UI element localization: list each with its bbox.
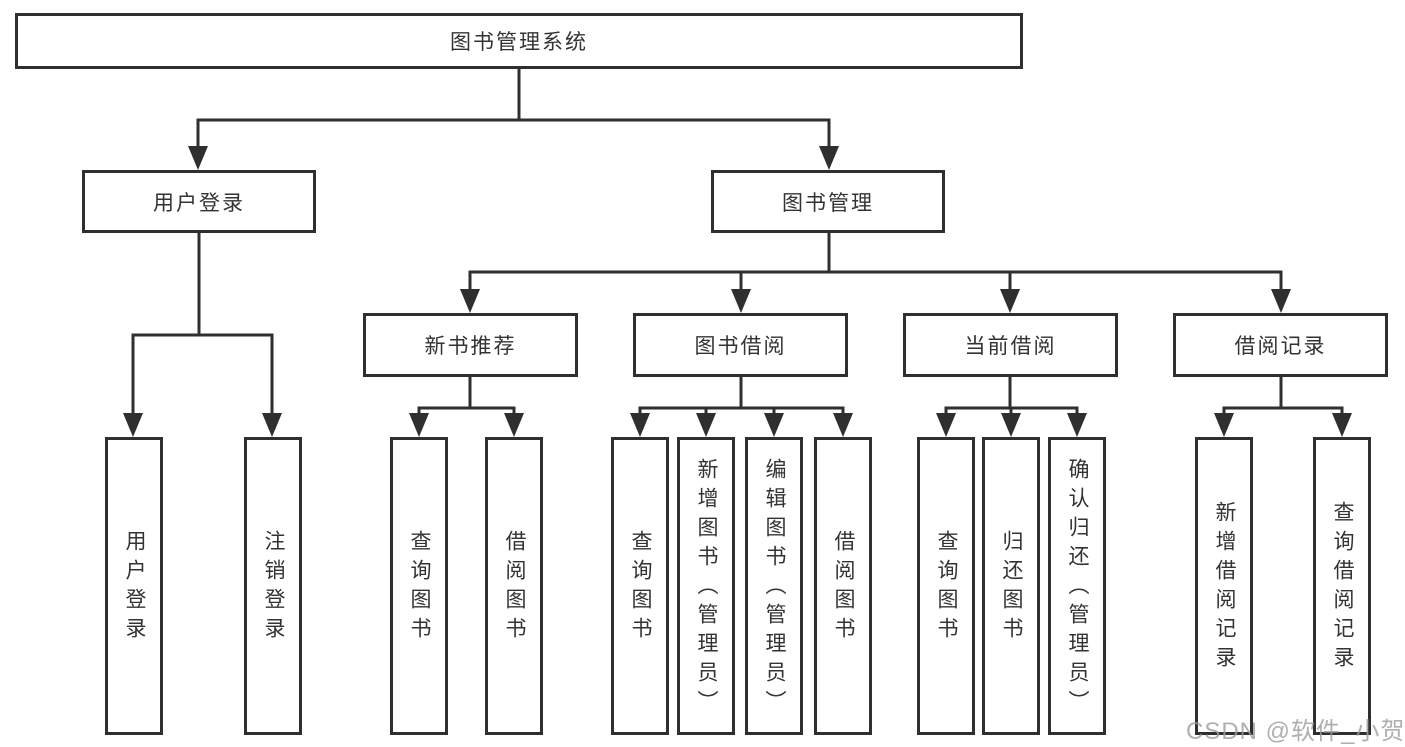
leaf-query-books-recommend: 查询图书	[390, 437, 448, 735]
node-book-borrow: 图书借阅	[633, 313, 848, 377]
connector-current-borrow-children	[936, 377, 1087, 437]
connector-new-book-recommend-children	[409, 377, 524, 437]
csdn-watermark: CSDN @软件_小贺同学	[1186, 718, 1405, 745]
leaf-query-borrow-record: 查询借阅记录	[1313, 437, 1371, 735]
connector-borrow-records-children	[1214, 377, 1352, 437]
leaf-logout-login: 注销登录	[244, 437, 302, 735]
leaf-borrow-books: 借阅图书	[814, 437, 872, 735]
leaf-return-book: 归还图书	[982, 437, 1040, 735]
connector-user-login-children	[123, 233, 282, 437]
leaf-add-borrow-record: 新增借阅记录	[1195, 437, 1253, 735]
leaf-confirm-return-admin: 确认归还（管理员）	[1048, 437, 1106, 735]
leaf-query-books-current: 查询图书	[917, 437, 975, 735]
leaf-query-books-borrow: 查询图书	[611, 437, 669, 735]
node-borrow-records: 借阅记录	[1173, 313, 1388, 377]
node-user-login: 用户登录	[82, 170, 316, 233]
node-new-book-recommend: 新书推荐	[363, 313, 578, 377]
leaf-user-login: 用户登录	[105, 437, 163, 735]
node-current-borrow: 当前借阅	[903, 313, 1118, 377]
leaf-add-book-admin: 新增图书（管理员）	[677, 437, 735, 735]
connector-book-borrow-children	[630, 377, 853, 437]
leaf-borrow-books-recommend: 借阅图书	[485, 437, 543, 735]
connector-root-to-level2	[188, 69, 839, 170]
connector-book-management-children	[460, 233, 1291, 313]
leaf-edit-book-admin: 编辑图书（管理员）	[745, 437, 803, 735]
node-book-management: 图书管理	[711, 170, 945, 233]
node-root-library-management-system: 图书管理系统	[15, 13, 1023, 69]
